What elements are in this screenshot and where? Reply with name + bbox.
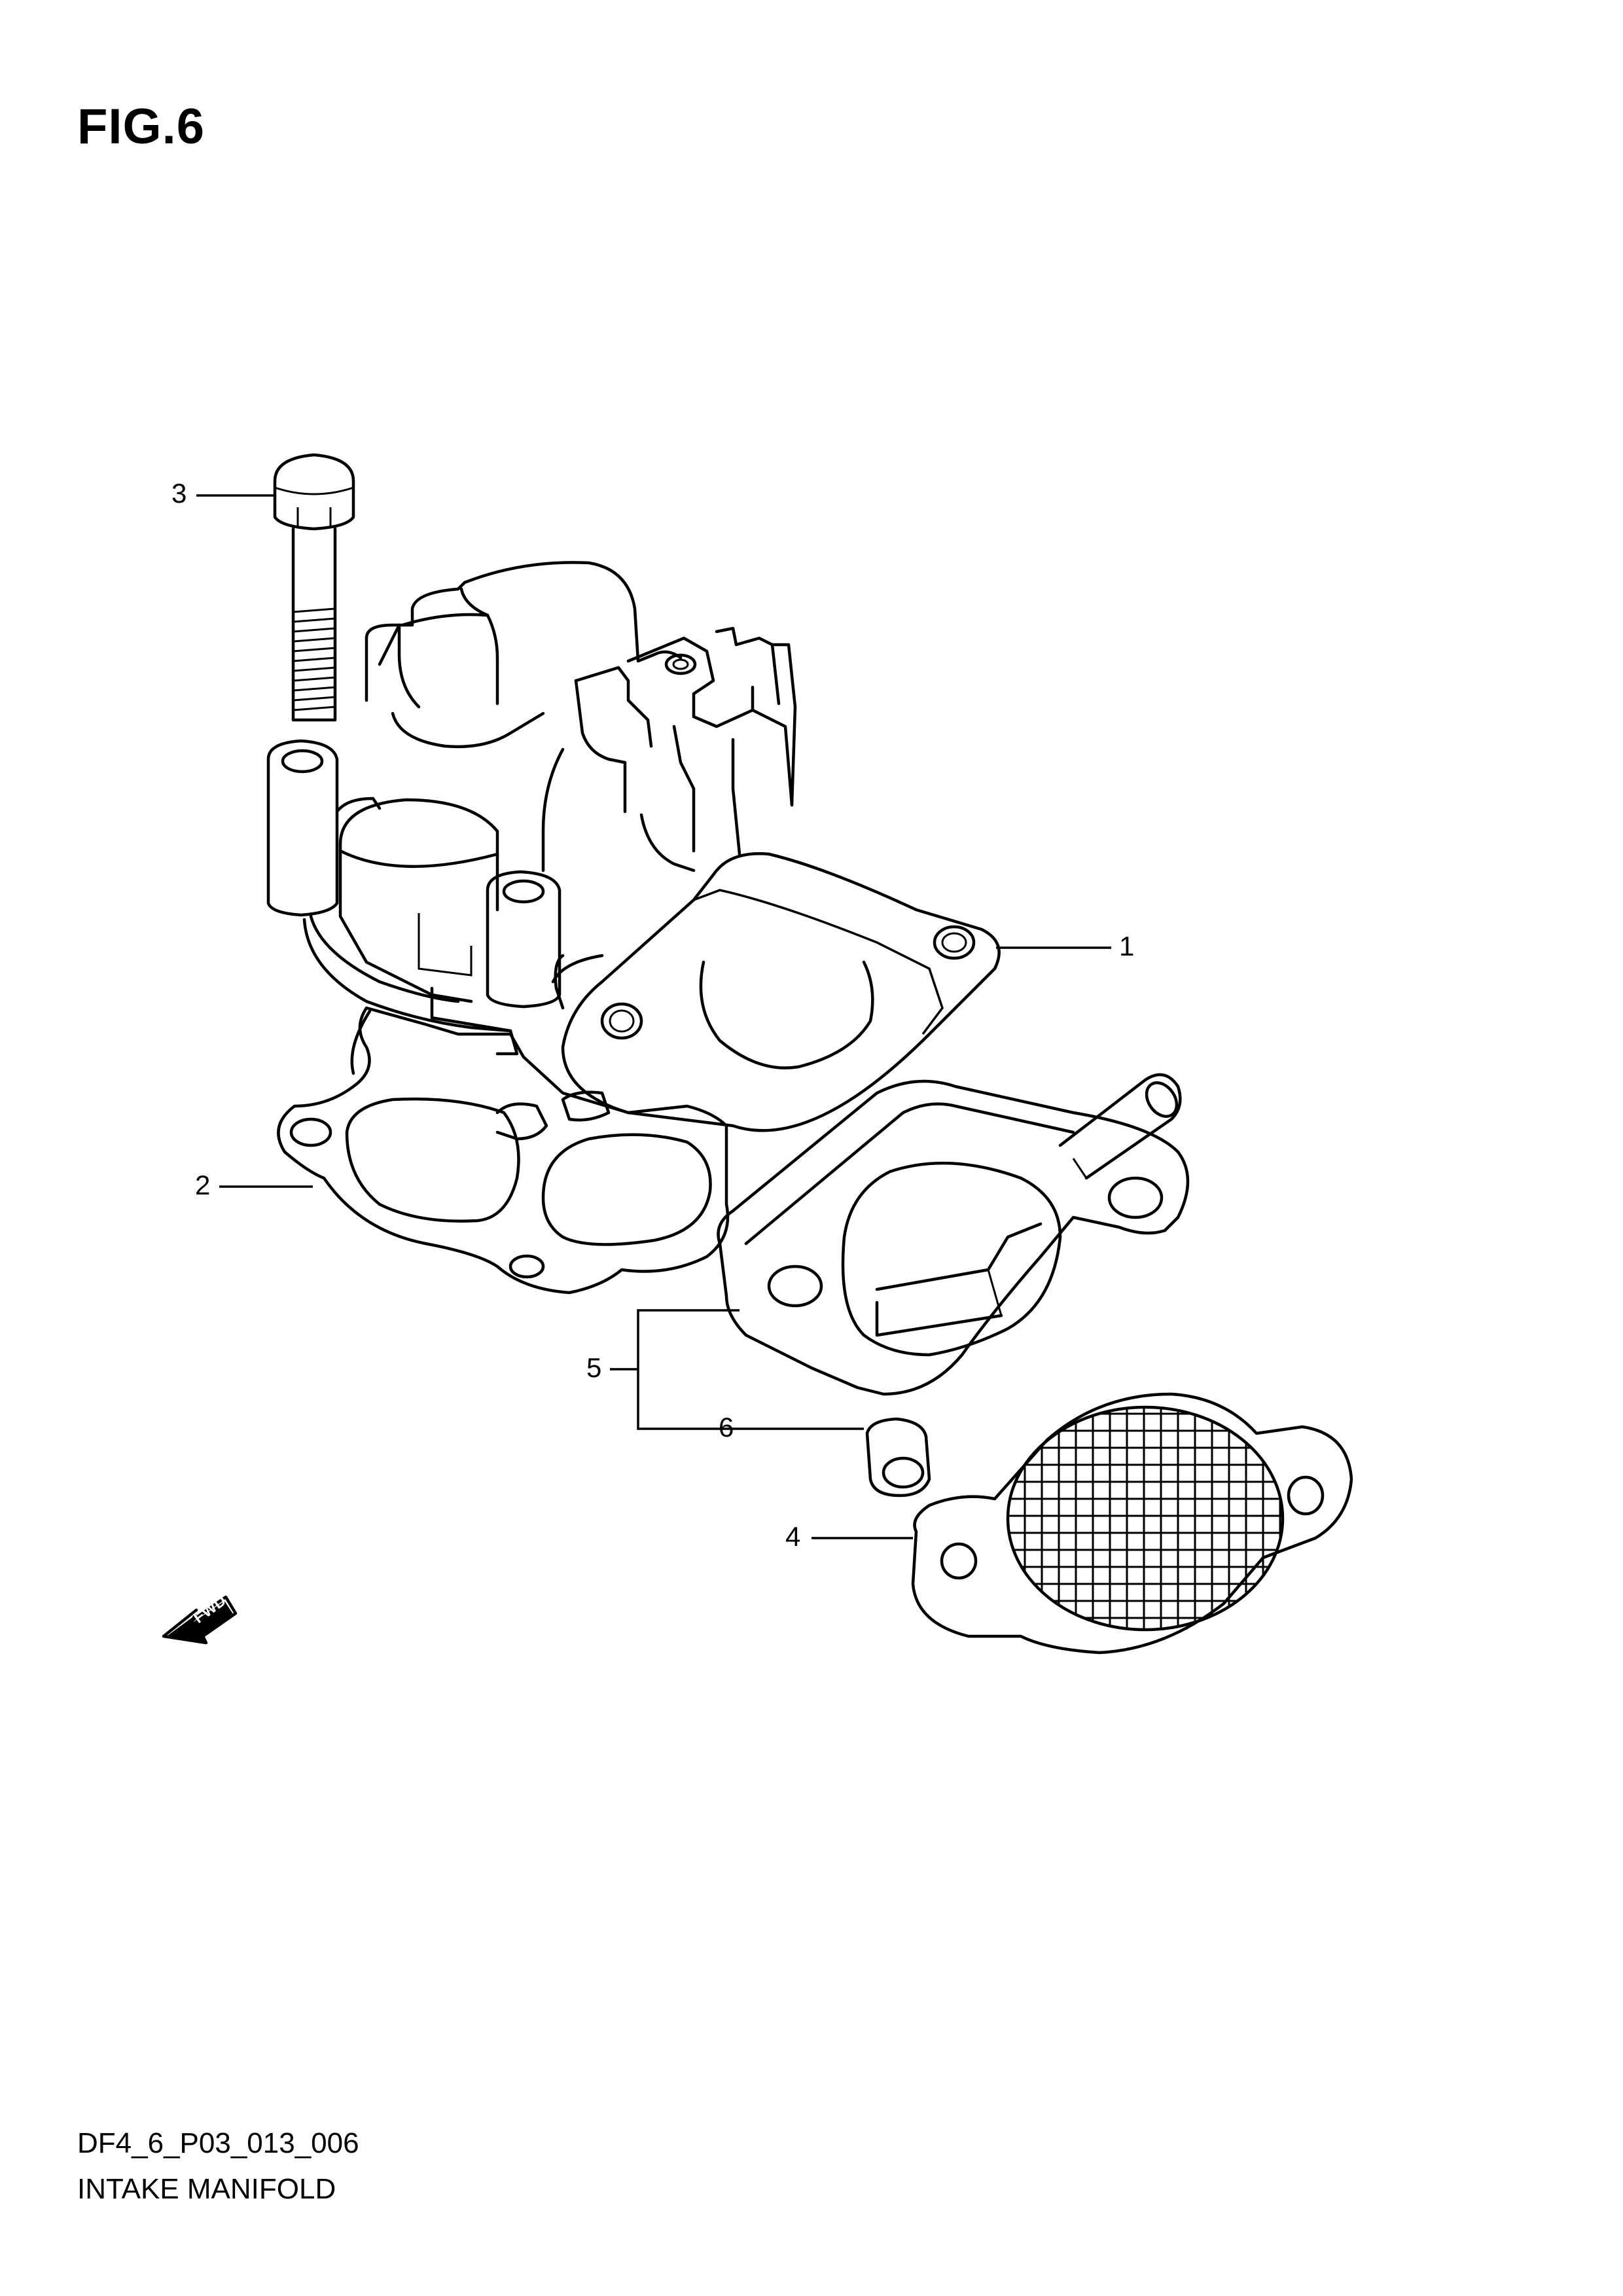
diagram-name: INTAKE MANIFOLD [77, 2173, 336, 2205]
part-2-gasket[interactable] [277, 1006, 730, 1295]
leader-lines [196, 494, 1111, 1539]
callout-4: 4 [785, 1521, 801, 1552]
part-6-dowel-pin[interactable] [865, 1417, 931, 1498]
callout-1: 1 [1119, 931, 1135, 961]
diagram-code: DF4_6_P03_013_006 [77, 2127, 359, 2159]
figure-title: FIG.6 [77, 99, 205, 154]
callout-3: 3 [171, 478, 187, 509]
part-5-intake-pipe[interactable] [717, 1073, 1190, 1396]
callout-6: 6 [719, 1412, 734, 1443]
callout-2: 2 [195, 1170, 211, 1200]
callout-5: 5 [586, 1352, 602, 1383]
part-4-screen-gasket[interactable] [911, 1392, 1353, 1655]
part-3-bolt[interactable] [273, 453, 355, 722]
part-1-intake-manifold[interactable] [266, 561, 1001, 1132]
fwd-arrow-icon: FWD [162, 1592, 238, 1645]
